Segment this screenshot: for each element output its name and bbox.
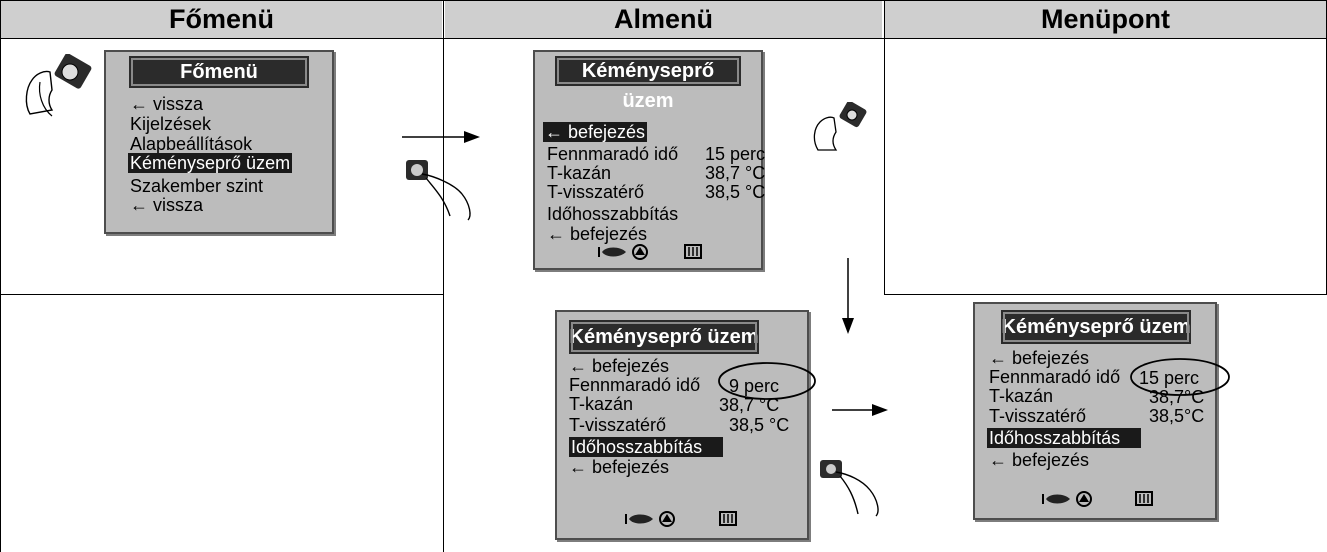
submenu-top-screen: Kéményseprő üzem ← befejezés Fennmaradó …	[533, 50, 766, 270]
submenu-mid-title: Kéményseprő üzem	[569, 320, 759, 354]
submenu-right-t-kazan: T-kazán	[989, 386, 1054, 406]
grid-col2	[884, 0, 885, 295]
pump-icon-3	[1076, 491, 1092, 507]
radiator-icon-3	[1135, 491, 1153, 506]
submenu-mid-t-kazan: T-kazán	[569, 394, 634, 414]
arrow-right-icon	[402, 131, 480, 143]
rotary-knob-hand-icon	[25, 54, 92, 117]
submenu-top-fennmarado-ido-value: 15 perc	[705, 144, 766, 164]
submenu-top-befejezes[interactable]: ← befejezés	[543, 122, 648, 142]
main-menu-screen: Főmenü ← vissza Kijelzések Alapbeállítás…	[104, 50, 334, 234]
submenu-right-fennmarado-ido-value: 15 perc	[1139, 368, 1200, 388]
value-highlight-ellipse-2	[1130, 358, 1230, 396]
value-highlight-ellipse	[718, 362, 816, 400]
pressing-hand-icon	[406, 160, 471, 221]
menu-item-kemenysepro-uzem[interactable]: Kéményseprő üzem	[128, 153, 293, 173]
menu-item-alapbeallitasok[interactable]: Alapbeállítások	[130, 134, 253, 154]
burner-icon	[598, 247, 626, 257]
submenu-mid-t-visszatero-value: 38,5 °C	[729, 415, 790, 435]
submenu-right-t-visszatero: T-visszatérő	[989, 406, 1087, 426]
arrow-down-icon	[842, 258, 854, 334]
header-menupont: Menüpont	[885, 1, 1326, 38]
submenu-right-screen: Kéményseprő üzem ← befejezés Fennmaradó …	[973, 302, 1217, 520]
submenu-right-title: Kéményseprő üzem	[1001, 310, 1191, 344]
submenu-mid-idohosszabbitas[interactable]: Időhosszabbítás	[569, 437, 723, 457]
header-almenu: Almenü	[445, 1, 882, 38]
radiator-icon-2	[719, 511, 737, 526]
submenu-top-fennmarado-ido: Fennmaradó idő	[547, 144, 679, 164]
submenu-top-t-kazan: T-kazán	[547, 163, 612, 183]
submenu-mid-t-visszatero: T-visszatérő	[569, 415, 667, 435]
grid-header-bottom	[0, 38, 1327, 39]
submenu-right-t-kazan-value: 38,7°C	[1149, 387, 1205, 407]
rotary-knob-hand-icon-2	[813, 102, 867, 151]
submenu-top-title: Kéményseprő üzem	[555, 56, 741, 112]
menu-item-back[interactable]: ← vissza	[130, 94, 204, 114]
header-fomenu: Főmenü	[1, 1, 442, 38]
submenu-top-idohosszabbitas[interactable]: Időhosszabbítás	[547, 204, 679, 224]
submenu-top-befejezes-2[interactable]: ← befejezés	[547, 224, 648, 244]
submenu-mid-befejezes-2[interactable]: ← befejezés	[569, 457, 670, 477]
pump-icon-2	[659, 511, 675, 527]
burner-icon-3	[1042, 494, 1070, 504]
submenu-mid-fennmarado-ido-value: 9 perc	[729, 376, 780, 396]
submenu-right-befejezes-2[interactable]: ← befejezés	[989, 450, 1090, 470]
submenu-mid-screen: Kéményseprő üzem ← befejezés Fennmaradó …	[555, 310, 809, 540]
grid-row-left	[0, 294, 444, 295]
grid-col1	[443, 0, 444, 552]
submenu-right-fennmarado-ido: Fennmaradó idő	[989, 367, 1121, 387]
pressing-hand-icon-2	[820, 460, 879, 517]
grid-row-right	[884, 294, 1327, 295]
submenu-mid-t-kazan-value: 38,7 °C	[719, 395, 780, 415]
menu-item-szakember-szint[interactable]: Szakember szint	[130, 176, 264, 196]
submenu-top-t-visszatero-value: 38,5 °C	[705, 182, 766, 202]
arrow-right-icon-2	[832, 404, 888, 416]
menu-item-kijelzesek[interactable]: Kijelzések	[130, 114, 212, 134]
radiator-icon	[684, 244, 702, 259]
submenu-right-befejezes[interactable]: ← befejezés	[989, 348, 1090, 368]
burner-icon-2	[625, 514, 653, 524]
grid-top	[0, 0, 1327, 1]
pump-icon	[632, 244, 648, 260]
grid-left	[0, 0, 1, 552]
menu-item-back-2[interactable]: ← vissza	[130, 195, 204, 215]
submenu-mid-fennmarado-ido: Fennmaradó idő	[569, 375, 701, 395]
submenu-mid-befejezes[interactable]: ← befejezés	[569, 356, 670, 376]
submenu-top-t-visszatero: T-visszatérő	[547, 182, 645, 202]
submenu-right-t-visszatero-value: 38,5°C	[1149, 406, 1205, 426]
submenu-right-idohosszabbitas[interactable]: Időhosszabbítás	[987, 428, 1141, 448]
main-menu-title: Főmenü	[129, 56, 309, 88]
submenu-top-t-kazan-value: 38,7 °C	[705, 163, 766, 183]
